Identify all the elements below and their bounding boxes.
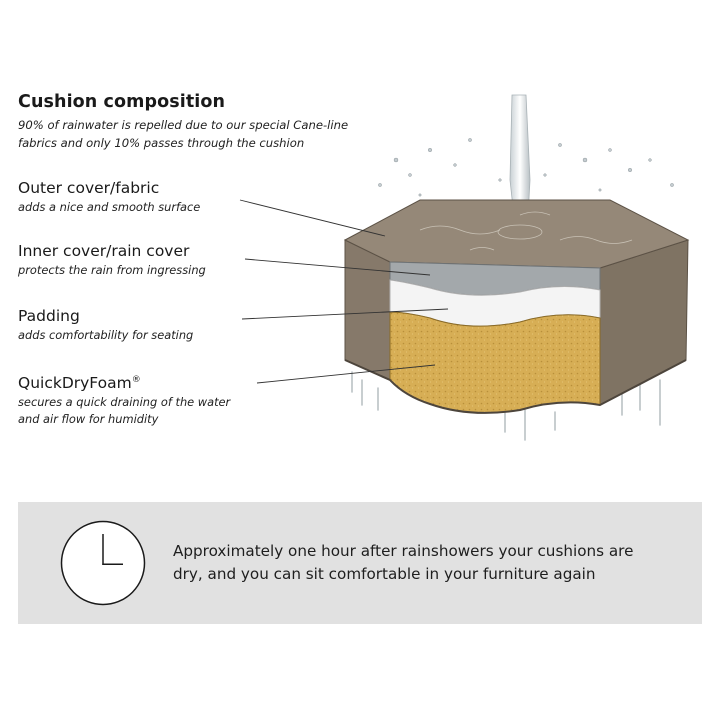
leader-inner-cover [244, 258, 431, 276]
leader-lines [239, 199, 449, 384]
layer-description: protects the rain from ingressing [18, 263, 206, 277]
leader-padding [241, 308, 449, 320]
water-splash [378, 138, 674, 197]
layer-inner-cover: Inner cover/rain cover protects the rain… [18, 241, 268, 279]
drying-info-banner: Approximately one hour after rainshowers… [18, 502, 702, 624]
cushion-bottom-edge [344, 359, 687, 414]
drying-info-line-1: Approximately one hour after rainshowers… [173, 542, 634, 560]
description-line-1: secures a quick draining of the water [18, 395, 231, 410]
composition-heading: Cushion composition 90% of rainwater is … [18, 92, 378, 152]
drying-info-text: Approximately one hour after rainshowers… [173, 540, 683, 586]
trademark-symbol: ® [131, 375, 141, 385]
layer-padding: Padding adds comfortability for seating [18, 306, 268, 344]
layer-description: adds comfortability for seating [18, 328, 194, 342]
foam-name: QuickDryFoam [18, 374, 132, 393]
layer-description: secures a quick draining of the water and… [18, 394, 268, 428]
leader-outer-cover [239, 199, 386, 237]
layer-title: Outer cover/fabric [18, 179, 160, 197]
top-water-texture [419, 211, 633, 251]
description-line-2: and air flow for humidity [18, 412, 159, 427]
layer-description: adds a nice and smooth surface [18, 200, 201, 214]
water-drips [351, 371, 661, 441]
composition-title: Cushion composition [18, 92, 226, 112]
layer-quickdryfoam: QuickDryFoam® secures a quick draining o… [18, 370, 268, 428]
composition-subtitle: 90% of rainwater is repelled due to our … [18, 118, 349, 150]
cushion-cross-section-illustration [239, 94, 690, 441]
layer-title: QuickDryFoam® [18, 370, 268, 393]
clock-icon [60, 520, 146, 606]
layer-title: Inner cover/rain cover [18, 242, 190, 260]
cushion-left-side [344, 239, 391, 381]
layer-title: Padding [18, 307, 80, 325]
layer-foam-section [389, 311, 601, 414]
layer-outer-cover: Outer cover/fabric adds a nice and smoot… [18, 178, 268, 216]
leader-foam [256, 364, 436, 384]
cushion-right-side [599, 239, 689, 406]
drying-info-line-2: dry, and you can sit comfortable in your… [173, 565, 596, 583]
